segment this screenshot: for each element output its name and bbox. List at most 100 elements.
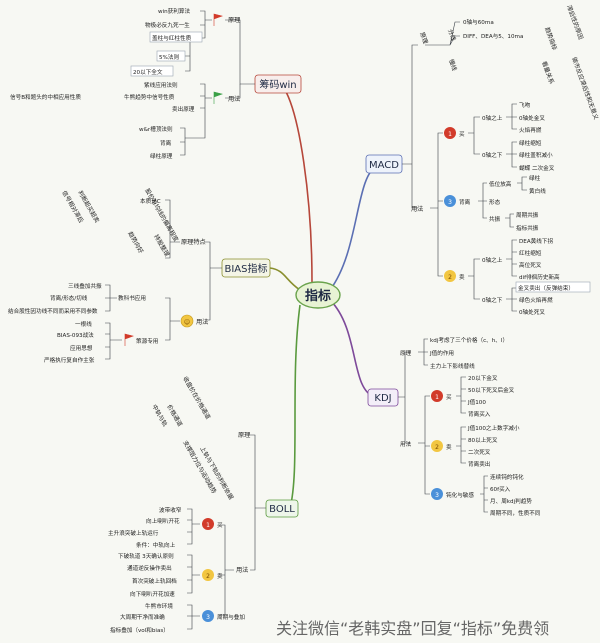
macd-sell-above-2: 红柱缩短 xyxy=(519,249,542,257)
macd-rot-1: 分线 xyxy=(446,28,458,42)
bias-usage-label: 用法 xyxy=(196,318,208,326)
boll-cycle-1: 牛熊市环境 xyxy=(145,602,173,610)
root-label: 指标 xyxy=(305,288,331,304)
macd-div-2: 形态 xyxy=(489,198,501,206)
boll-sell-node[interactable]: 2 卖 xyxy=(202,569,223,581)
branch-chip xyxy=(281,84,313,283)
boll-buy-node[interactable]: 1 买 xyxy=(202,518,223,530)
kdj-usage-label[interactable]: 用法 xyxy=(400,440,412,448)
chip-principle-label: 原理 xyxy=(228,17,240,24)
kdj-buy-2: 50以下死叉后金叉 xyxy=(468,386,515,394)
branch-bias xyxy=(269,267,301,291)
macd-div-sub2-2: 指标共振 xyxy=(516,224,539,232)
chip-u-item-2: 信号B和题头的中相应用性质 xyxy=(10,93,81,101)
svg-text:3: 3 xyxy=(206,614,210,621)
macd-div-sub1-1: 绿柱 xyxy=(529,174,541,182)
macd-rot-4: 滞后性的原因 xyxy=(565,4,585,41)
kdj-sell-3: 二次死叉 xyxy=(468,448,491,456)
macd-p-item-1: 0轴与60ma xyxy=(463,18,494,26)
macd-buy-above-2: 0轴处金叉 xyxy=(519,114,545,122)
macd-buy-above-1: 飞吻 xyxy=(519,101,531,109)
macd-sell-below-2: 绿色火焰再燃 xyxy=(519,296,553,304)
boll-cycle-3: 指标叠加（vol和bias） xyxy=(110,626,169,634)
macd-sell-label: 卖 xyxy=(459,274,465,281)
bias-subtree: 原理特点 本质是C 股价与均线的偏离程度 判断超买超卖 信号相对滞后 趋势向好 … xyxy=(8,187,222,364)
bias-essence: 本质是C xyxy=(140,197,161,205)
boll-usage-label[interactable]: 用法 xyxy=(236,566,248,574)
topic-boll[interactable]: BOLL xyxy=(265,499,299,518)
topic-bias[interactable]: BIAS指标 xyxy=(221,258,271,278)
chip-p-item-5: 20以下全文 xyxy=(133,68,163,76)
topic-macd[interactable]: MACD xyxy=(365,154,403,174)
bias-textbook: 教科书应用 xyxy=(118,294,146,302)
macd-rot-2: 慢线 xyxy=(447,58,459,72)
svg-text:1: 1 xyxy=(206,522,210,529)
svg-text:2: 2 xyxy=(448,274,452,281)
macd-div-node[interactable]: 3 背离 xyxy=(444,195,471,207)
boll-buy-3: 主升浪突破上轨运行 xyxy=(108,529,159,537)
watermark-text: 关注微信“老韩实盘”回复“指标”免费领 xyxy=(276,619,549,638)
macd-rot-6: 做市反应滞后性和无意义 xyxy=(570,56,600,121)
macd-sell-node[interactable]: 2 卖 xyxy=(444,270,465,282)
bias-principle-label[interactable]: 原理特点 xyxy=(181,238,206,246)
topic-macd-label: MACD xyxy=(369,160,399,171)
topic-kdj[interactable]: KDJ xyxy=(367,388,399,407)
macd-above0-buy: 0轴之上 xyxy=(482,114,503,122)
chip-u-item-6: 背离 xyxy=(160,139,172,147)
chip-principle-node[interactable]: 原理 xyxy=(213,13,240,26)
chip-u-item-5: w&r槽顶法则 xyxy=(139,125,173,133)
macd-p-item-2: DIFF、DEA与5、10ma xyxy=(463,32,523,40)
boll-cycle-2: 大周期干净而准确 xyxy=(120,613,165,621)
branch-boll xyxy=(289,304,301,509)
kdj-subtree: 原理 kdj考虑了三个价格（c、h、l） J值的作用 主力上下影线替线 用法 1… xyxy=(398,336,541,517)
boll-buy-2: 向上喇叭开花 xyxy=(146,517,180,525)
macd-div-sub1-2: 黄白线 xyxy=(529,187,546,195)
chip-p-item-3: 盖柱与红柱性质 xyxy=(152,34,192,42)
topic-bias-label: BIAS指标 xyxy=(225,262,268,275)
svg-text:3: 3 xyxy=(435,492,439,499)
topic-chip-label: 筹码win xyxy=(259,78,296,91)
topic-boll-label: BOLL xyxy=(269,504,295,515)
kdj-buy-node[interactable]: 1 买 xyxy=(431,390,452,402)
kdj-principle-label[interactable]: 原理 xyxy=(400,350,412,357)
macd-rot-5: 看量关系 xyxy=(540,60,556,85)
boll-sell-3: 首次突破上轨回档 xyxy=(132,577,177,585)
root-node[interactable]: 指标 xyxy=(295,281,341,309)
macd-principle-label[interactable]: 原理 xyxy=(418,31,429,45)
kdj-trans-node[interactable]: 3 钝化与敏感 xyxy=(431,488,474,500)
kdj-sell-1: J值100之上数字减小 xyxy=(467,424,520,432)
kdj-trans-4: 周期不同，性质不同 xyxy=(490,509,541,517)
macd-rot-3: 趋势指标 xyxy=(543,26,559,51)
bias-usage-node[interactable]: ☺ 用法 xyxy=(180,314,208,328)
macd-div-label: 背离 xyxy=(459,198,471,206)
chip-usage-node[interactable]: 用法 xyxy=(213,91,240,104)
boll-buy-label: 买 xyxy=(217,521,223,529)
boll-sell-1: 下破轨道 3天确认原则 xyxy=(118,552,174,560)
macd-usage-label[interactable]: 用法 xyxy=(411,205,423,213)
macd-sell-above-4: dif徘徊历史新高 xyxy=(519,273,560,281)
macd-div-1: 低位放高 xyxy=(489,180,512,188)
boll-cycle-node[interactable]: 3 周期与叠加 xyxy=(202,610,245,622)
kdj-p-item-3: 主力上下影线替线 xyxy=(430,362,475,370)
macd-buy-node[interactable]: 1 买 xyxy=(444,127,465,139)
svg-text:1: 1 xyxy=(448,131,452,138)
bias-tb-3: 结合股性因功线不同而采用不同参数 xyxy=(8,307,98,315)
kdj-sell-node[interactable]: 2 卖 xyxy=(431,440,452,452)
boll-sell-label: 卖 xyxy=(217,573,223,580)
macd-div-sub2-1: 周期共振 xyxy=(516,211,539,219)
svg-text:1: 1 xyxy=(435,394,439,401)
svg-text:2: 2 xyxy=(435,444,439,451)
boll-principle-label[interactable]: 原理 xyxy=(238,432,250,439)
kdj-trans-2: 60f买入 xyxy=(490,485,511,493)
topic-chip[interactable]: 筹码win xyxy=(254,74,302,94)
macd-sell-above-1: DEA黄线下拐 xyxy=(519,237,553,245)
macd-div-3: 共振 xyxy=(489,215,501,223)
chip-p-item-1: win获利算法 xyxy=(158,7,190,15)
svg-text:2: 2 xyxy=(206,573,210,580)
kdj-sell-2: 80以上死叉 xyxy=(468,436,498,444)
kdj-buy-4: 背离买入 xyxy=(468,410,491,418)
macd-below0-buy: 0轴之下 xyxy=(482,151,503,159)
chip-p-item-4: 5%法则 xyxy=(159,53,179,61)
bias-strategy-node[interactable]: 策源专用 xyxy=(124,333,158,346)
svg-text:3: 3 xyxy=(448,199,452,206)
